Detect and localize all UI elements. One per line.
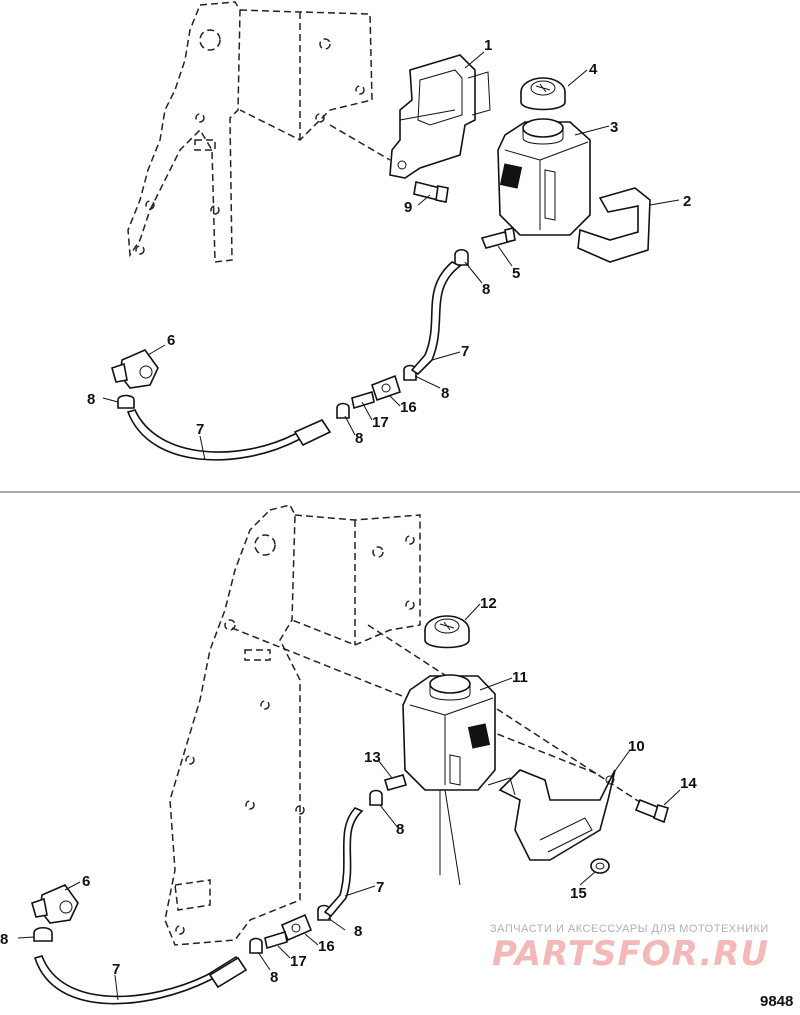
label-top-1: 1 bbox=[484, 37, 492, 54]
bottom-fittings-part-16-17 bbox=[264, 913, 313, 950]
label-top-2: 2 bbox=[683, 193, 691, 210]
bottom-engine-bracket bbox=[164, 504, 653, 946]
top-strap-part-2 bbox=[577, 187, 651, 263]
label-top-4: 4 bbox=[589, 61, 598, 78]
label-bottom-16: 16 bbox=[318, 938, 335, 955]
top-clamps-part-8 bbox=[117, 248, 469, 419]
label-bottom-10: 10 bbox=[628, 738, 645, 755]
label-bottom-6: 6 bbox=[82, 873, 90, 890]
label-bottom-7a: 7 bbox=[376, 879, 384, 896]
bottom-reservoir-part-11 bbox=[402, 674, 496, 886]
label-bottom-7b: 7 bbox=[112, 961, 120, 978]
top-fittings-part-16-17 bbox=[351, 374, 401, 410]
watermark: ЗАПЧАСТИ И АКСЕССУАРЫ ДЛЯ МОТОТЕХНИКИ PA… bbox=[490, 923, 769, 974]
bottom-leader-lines bbox=[17, 603, 681, 1001]
label-top-16: 16 bbox=[400, 399, 417, 416]
bottom-hoses-part-7 bbox=[33, 807, 364, 1005]
label-top-6: 6 bbox=[167, 332, 175, 349]
top-fitting-part-5 bbox=[480, 227, 516, 249]
label-top-8c: 8 bbox=[87, 391, 95, 408]
label-top-7b: 7 bbox=[196, 421, 204, 438]
label-bottom-12: 12 bbox=[480, 595, 497, 612]
label-top-7a: 7 bbox=[461, 343, 469, 360]
top-hoses-part-7 bbox=[126, 261, 462, 461]
bottom-elbow-part-6 bbox=[31, 884, 79, 924]
top-cap-part-4 bbox=[520, 77, 566, 111]
bottom-clamps-part-8 bbox=[33, 789, 383, 954]
label-top-3: 3 bbox=[610, 119, 618, 136]
bottom-cap-part-12 bbox=[424, 615, 470, 649]
label-top-9: 9 bbox=[404, 199, 412, 216]
top-leader-lines bbox=[102, 51, 680, 461]
top-bracket-part-1 bbox=[389, 54, 491, 179]
bottom-part-labels: 12 11 10 13 14 8 15 6 7 8 8 16 17 7 8 bbox=[0, 595, 697, 986]
label-bottom-13: 13 bbox=[364, 749, 381, 766]
top-elbow-part-6 bbox=[111, 349, 159, 389]
label-bottom-8c: 8 bbox=[0, 931, 8, 948]
bottom-fitting-part-13 bbox=[383, 774, 408, 791]
label-bottom-15: 15 bbox=[570, 885, 587, 902]
top-part-labels: 1 4 3 2 9 5 8 6 7 8 8 16 17 7 8 bbox=[87, 37, 691, 447]
label-bottom-8d: 8 bbox=[270, 969, 278, 986]
top-assembly: 1 4 3 2 9 5 8 6 7 8 8 16 17 7 8 bbox=[87, 1, 691, 461]
label-bottom-14: 14 bbox=[680, 775, 697, 792]
bottom-bolt-part-14 bbox=[634, 798, 669, 824]
label-bottom-8b: 8 bbox=[354, 923, 362, 940]
label-top-8b: 8 bbox=[441, 385, 449, 402]
top-bolt-part-9 bbox=[413, 181, 449, 203]
label-bottom-8a: 8 bbox=[396, 821, 404, 838]
label-top-8a: 8 bbox=[482, 281, 490, 298]
label-top-17: 17 bbox=[372, 414, 389, 431]
label-top-5: 5 bbox=[512, 265, 520, 282]
label-top-8d: 8 bbox=[355, 430, 363, 447]
bottom-bracket-part-10 bbox=[487, 769, 616, 861]
top-engine-bracket bbox=[127, 1, 391, 263]
figure-number: 9848 bbox=[760, 993, 793, 1010]
watermark-tagline: ЗАПЧАСТИ И АКСЕССУАРЫ ДЛЯ МОТОТЕХНИКИ bbox=[490, 923, 769, 935]
bottom-nut-part-15 bbox=[590, 858, 610, 874]
label-bottom-17: 17 bbox=[290, 953, 307, 970]
top-reservoir-part-3 bbox=[497, 118, 591, 236]
bottom-assembly: 12 11 10 13 14 8 15 6 7 8 8 16 17 7 8 bbox=[0, 504, 697, 1005]
label-bottom-11: 11 bbox=[512, 669, 528, 686]
watermark-site-logo: PARTSFOR.RU bbox=[492, 934, 769, 974]
